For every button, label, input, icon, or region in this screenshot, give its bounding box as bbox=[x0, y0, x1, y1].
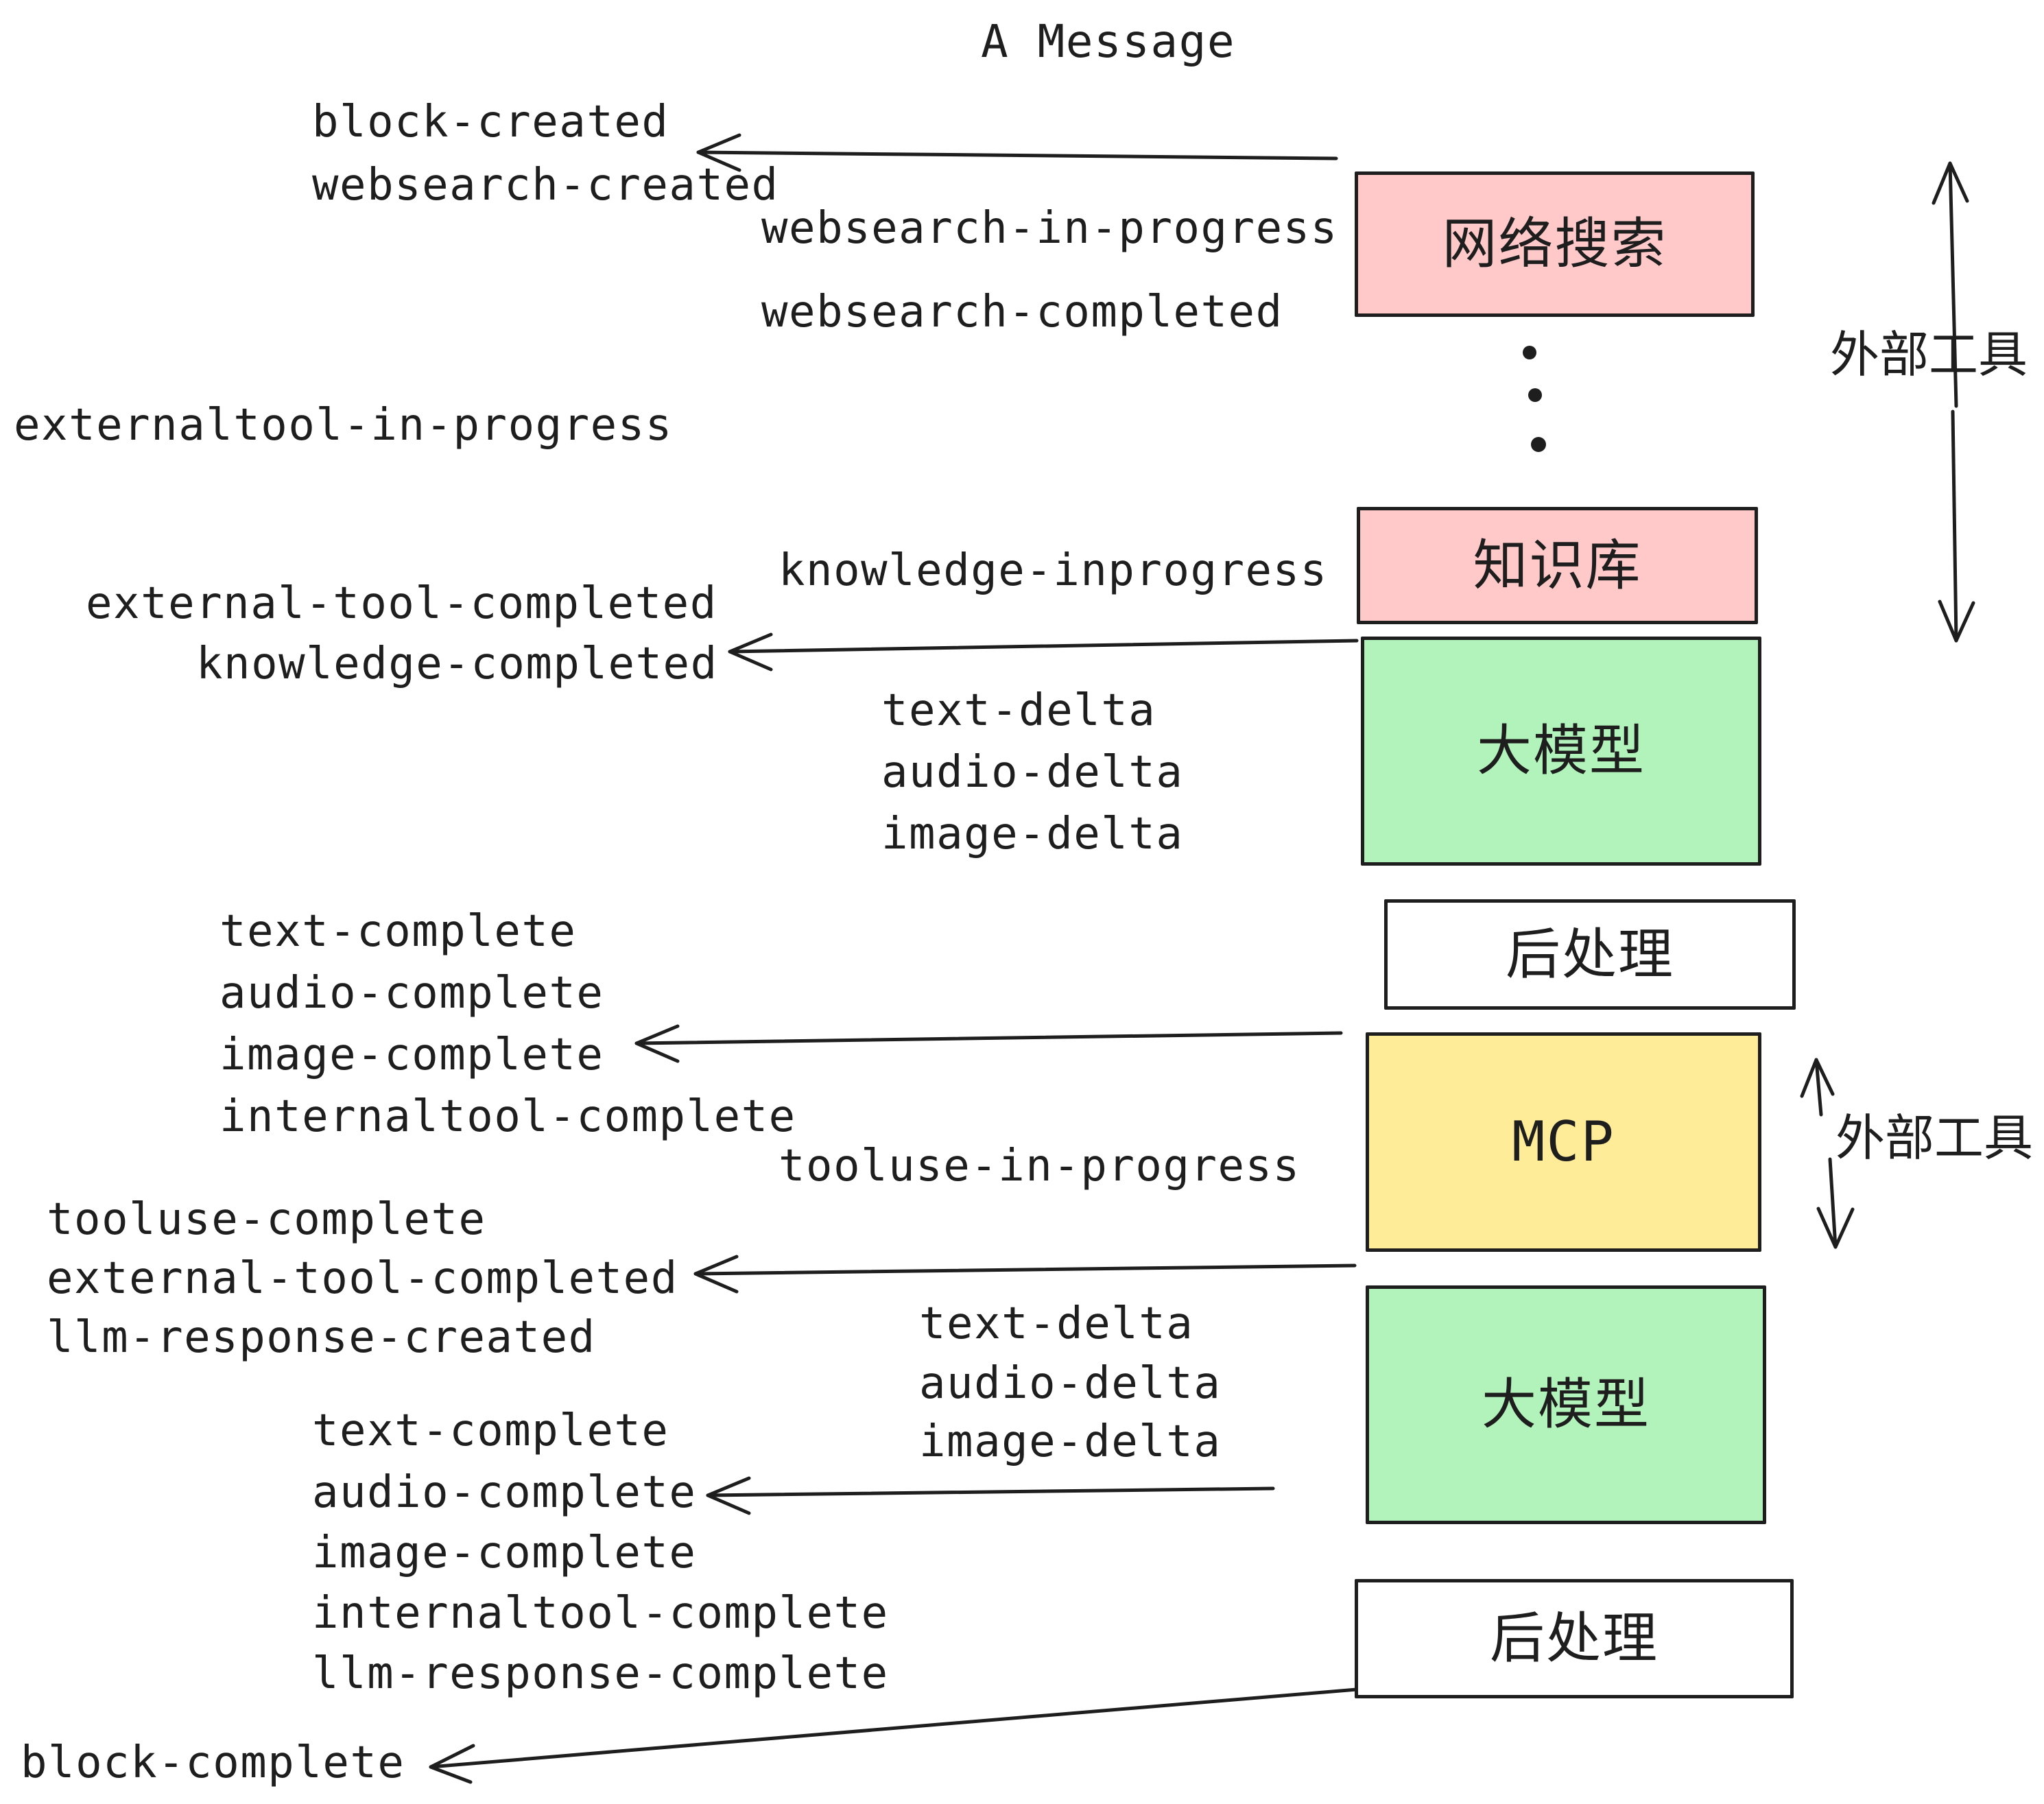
event-label-audio-complete-2: audio-complete bbox=[312, 1467, 697, 1518]
event-label-image-delta-2: image-delta bbox=[919, 1416, 1222, 1467]
event-label-knowledge-inprogress: knowledge-inprogress bbox=[779, 545, 1328, 596]
arrow-tooluse-complete-icon bbox=[693, 1255, 1357, 1294]
event-label-image-complete-2: image-complete bbox=[312, 1528, 697, 1578]
node-llm-1-label: 大模型 bbox=[1477, 720, 1645, 781]
arrow-external-tools-down-1-icon bbox=[1938, 410, 1975, 643]
event-label-text-complete-2: text-complete bbox=[312, 1405, 669, 1456]
event-label-websearch-in-progress: websearch-in-progress bbox=[761, 203, 1338, 254]
event-label-knowledge-completed: knowledge-completed bbox=[196, 639, 718, 689]
diagram-title: A Message bbox=[981, 15, 1236, 68]
event-label-image-complete-1: image-complete bbox=[219, 1030, 604, 1080]
arrow-block-complete-icon bbox=[429, 1687, 1367, 1784]
event-label-block-complete: block-complete bbox=[21, 1737, 405, 1788]
event-label-image-delta-1: image-delta bbox=[881, 809, 1184, 859]
event-label-websearch-completed: websearch-completed bbox=[761, 287, 1283, 337]
event-label-audio-delta-2: audio-delta bbox=[919, 1358, 1222, 1409]
event-label-external-tool-completed-2: external-tool-completed bbox=[47, 1253, 678, 1304]
event-label-text-delta-2: text-delta bbox=[919, 1298, 1194, 1349]
event-label-tooluse-complete: tooluse-complete bbox=[47, 1194, 486, 1245]
node-llm-2-label: 大模型 bbox=[1482, 1374, 1650, 1435]
event-label-internaltool-complete-1: internaltool-complete bbox=[219, 1091, 796, 1142]
arrow-image-complete-icon bbox=[634, 1024, 1343, 1063]
arrow-external-tools-down-2-icon bbox=[1816, 1157, 1855, 1249]
node-knowledge-base: 知识库 bbox=[1357, 507, 1758, 624]
node-mcp: MCP bbox=[1366, 1032, 1761, 1252]
event-label-external-tool-completed-1: external-tool-completed bbox=[86, 578, 717, 629]
event-label-text-complete-1: text-complete bbox=[219, 906, 577, 957]
node-postprocess-2-label: 后处理 bbox=[1490, 1608, 1659, 1669]
node-websearch-label: 网络搜索 bbox=[1442, 213, 1667, 274]
arrow-audio-complete-icon bbox=[706, 1476, 1275, 1515]
event-label-externaltool-in-progress: externaltool-in-progress bbox=[14, 400, 673, 451]
node-knowledge-base-label: 知识库 bbox=[1473, 534, 1642, 596]
side-label-external-tools-2: 外部工具 bbox=[1835, 1111, 2034, 1166]
arrow-external-tools-up-2-icon bbox=[1800, 1058, 1835, 1117]
event-label-tooluse-in-progress: tooluse-in-progress bbox=[779, 1141, 1300, 1191]
event-label-websearch-created: websearch-created bbox=[312, 160, 779, 211]
event-label-llm-response-created: llm-response-created bbox=[47, 1312, 596, 1363]
event-label-text-delta-1: text-delta bbox=[881, 685, 1156, 736]
event-label-audio-complete-1: audio-complete bbox=[219, 968, 604, 1019]
arrow-block-created-icon bbox=[696, 133, 1338, 172]
event-label-audio-delta-1: audio-delta bbox=[881, 747, 1184, 798]
node-llm-2: 大模型 bbox=[1366, 1285, 1766, 1524]
node-llm-1: 大模型 bbox=[1361, 637, 1761, 866]
node-postprocess-2: 后处理 bbox=[1355, 1579, 1794, 1698]
event-label-block-created: block-created bbox=[312, 97, 669, 147]
arrow-knowledge-completed-icon bbox=[728, 632, 1359, 672]
event-label-llm-response-complete: llm-response-complete bbox=[312, 1648, 889, 1699]
ellipsis-dots-icon bbox=[1523, 346, 1546, 452]
node-mcp-label: MCP bbox=[1512, 1110, 1615, 1174]
node-websearch: 网络搜索 bbox=[1355, 171, 1755, 317]
node-postprocess-1: 后处理 bbox=[1384, 899, 1796, 1010]
node-postprocess-1-label: 后处理 bbox=[1506, 923, 1674, 985]
event-label-internaltool-complete-2: internaltool-complete bbox=[312, 1588, 889, 1639]
side-label-external-tools-1: 外部工具 bbox=[1829, 328, 2028, 383]
